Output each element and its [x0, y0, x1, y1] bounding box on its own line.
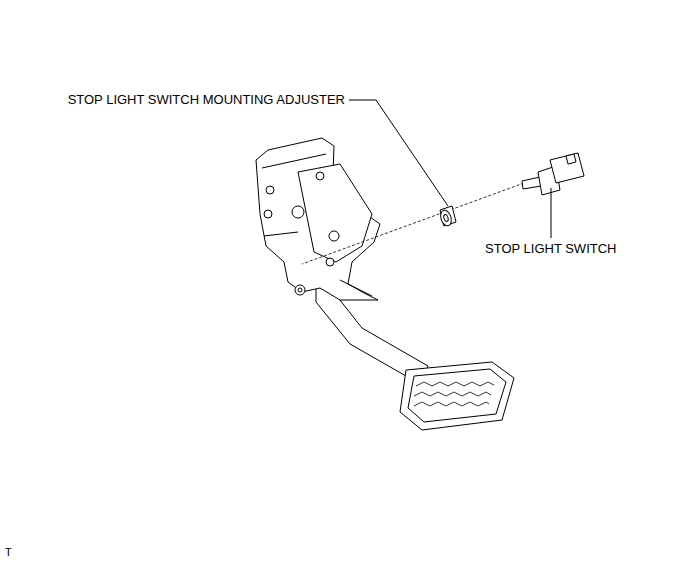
leader-line — [349, 100, 448, 206]
bracket-hole — [266, 186, 274, 194]
bracket-rib — [262, 154, 372, 296]
figure-mark: T — [5, 545, 12, 560]
pad-pattern — [414, 392, 491, 396]
bracket-hole — [329, 231, 339, 241]
pedal-pad — [400, 362, 514, 430]
switch-connector — [550, 153, 584, 183]
part-label: STOP LIGHT SWITCH — [485, 241, 616, 256]
switch-connector-lock — [566, 154, 576, 164]
switch-plunger — [522, 177, 541, 189]
bracket-hole — [326, 258, 334, 266]
pad-pattern — [416, 382, 494, 386]
adjuster-face — [439, 209, 453, 227]
leader-line — [551, 188, 552, 238]
bracket-hole — [316, 172, 324, 180]
bracket-hole — [298, 288, 302, 292]
bracket-hole — [292, 206, 304, 218]
bracket-side-plate — [298, 164, 372, 262]
pad-pattern — [414, 402, 489, 406]
bracket-hole — [264, 210, 272, 218]
bracket-hole — [295, 285, 305, 295]
pedal-bracket — [256, 138, 380, 300]
part-label: STOP LIGHT SWITCH MOUNTING ADJUSTER — [68, 92, 345, 107]
pedal-pad-rubber — [408, 369, 506, 422]
adjuster-hole — [443, 214, 449, 222]
